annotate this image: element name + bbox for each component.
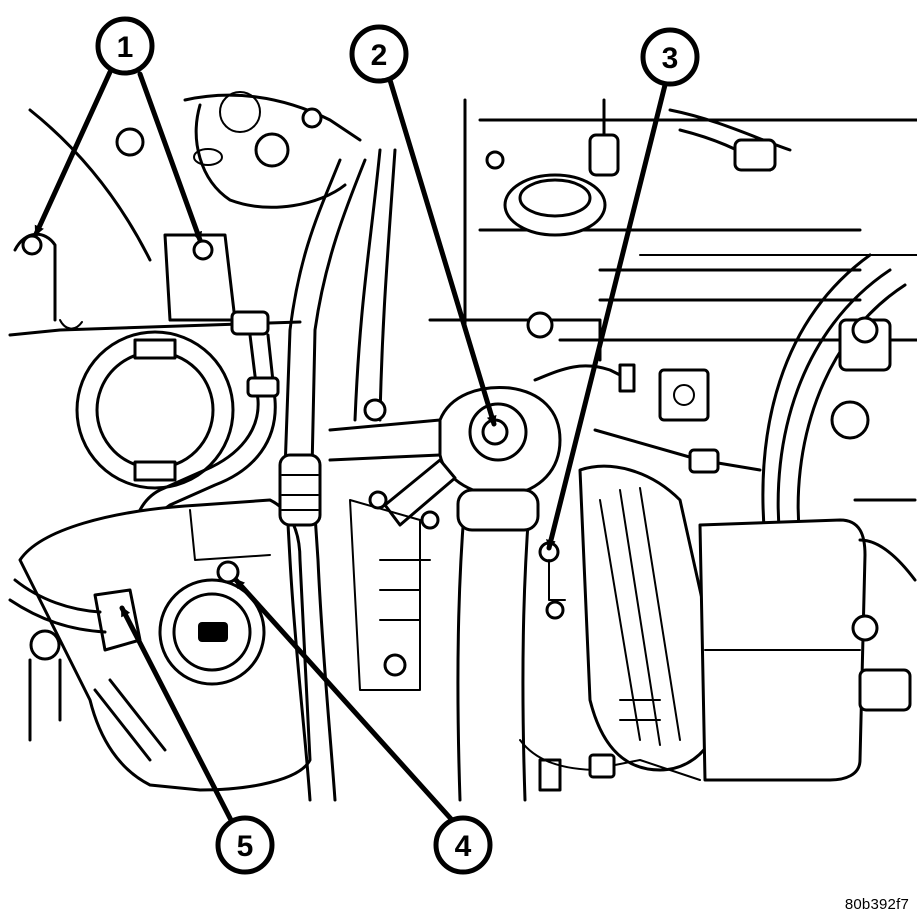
callout-1: 1 — [95, 16, 155, 76]
leader-2 — [387, 77, 497, 427]
leader-1b — [137, 71, 203, 243]
callout-label-3: 3 — [662, 42, 679, 75]
callout-label-1: 1 — [117, 31, 134, 64]
callout-3: 3 — [640, 27, 700, 87]
callout-leaders — [33, 69, 668, 825]
callout-5: 5 — [215, 815, 275, 875]
callout-4: 4 — [433, 815, 493, 875]
callout-label-2: 2 — [371, 39, 388, 72]
callout-label-4: 4 — [455, 830, 472, 863]
callout-label-5: 5 — [237, 830, 254, 863]
leader-4 — [233, 577, 455, 823]
leader-1a — [33, 69, 113, 237]
leader-3 — [546, 82, 668, 551]
figure-id: 80b392f7 — [844, 896, 909, 913]
engine-line-art — [8, 91, 917, 802]
callout-2: 2 — [349, 24, 409, 84]
leader-5 — [119, 605, 235, 825]
